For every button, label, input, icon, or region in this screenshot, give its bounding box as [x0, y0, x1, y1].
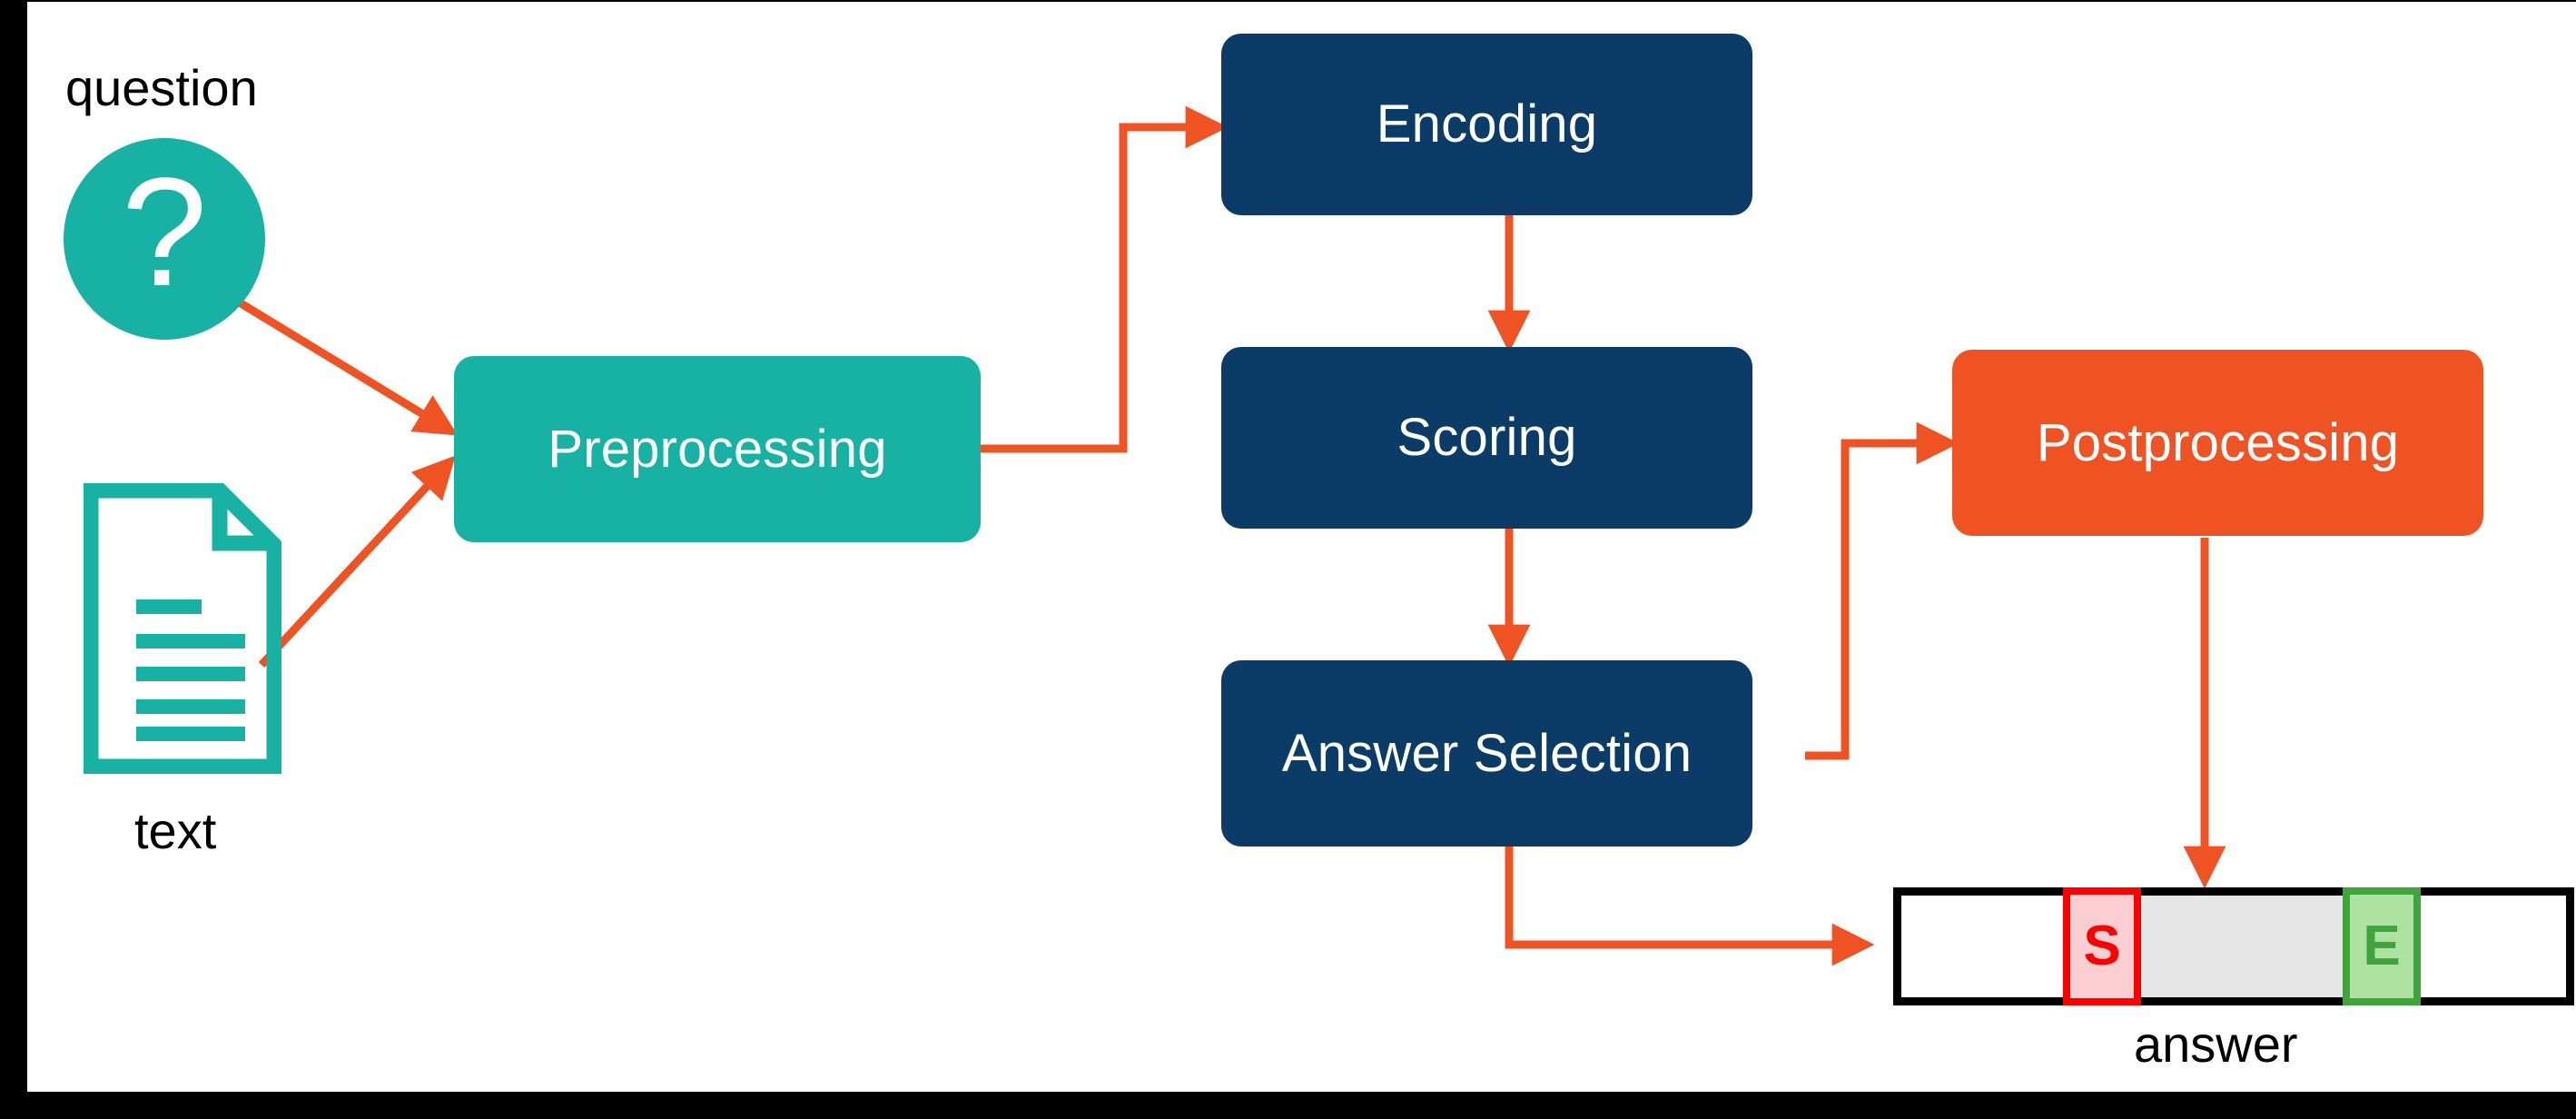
edge-preprocessing-to-encoding: [981, 105, 1229, 453]
diagram-canvas: question ? text Preprocessing Encoding: [27, 2, 2576, 1092]
answer-cell-blank-left: [1901, 896, 2063, 997]
node-scoring[interactable]: Scoring: [1221, 347, 1752, 529]
answer-cell-span: [2141, 896, 2343, 997]
question-mark-glyph: ?: [121, 146, 208, 319]
node-answer-selection[interactable]: Answer Selection: [1221, 660, 1752, 847]
node-postprocessing[interactable]: Postprocessing: [1952, 350, 2483, 536]
answer-cell-end-token: E: [2343, 887, 2421, 1005]
edge-question-to-preprocessing: [235, 298, 459, 436]
node-answer-selection-label: Answer Selection: [1281, 723, 1693, 783]
edge-answer-selection-to-answer-strip: [1505, 847, 1875, 966]
edge-text-to-preprocessing: [258, 455, 456, 668]
node-preprocessing[interactable]: Preprocessing: [454, 356, 981, 542]
answer-cell-blank-right: [2421, 896, 2566, 997]
node-scoring-label: Scoring: [1397, 408, 1577, 467]
question-label: question: [65, 59, 258, 116]
node-encoding[interactable]: Encoding: [1221, 34, 1752, 215]
answer-label: answer: [2134, 1015, 2298, 1073]
document-lines-icon: [83, 482, 282, 775]
node-postprocessing-label: Postprocessing: [2036, 412, 2400, 472]
edge-answer-selection-to-postprocessing: [1805, 421, 1959, 760]
text-label: text: [134, 802, 217, 859]
answer-token-strip: S E: [1893, 887, 2574, 1005]
node-preprocessing-label: Preprocessing: [548, 419, 887, 479]
question-mark-circle-icon: ?: [64, 138, 265, 340]
answer-cell-start-token: S: [2063, 887, 2141, 1005]
node-encoding-label: Encoding: [1376, 94, 1598, 153]
